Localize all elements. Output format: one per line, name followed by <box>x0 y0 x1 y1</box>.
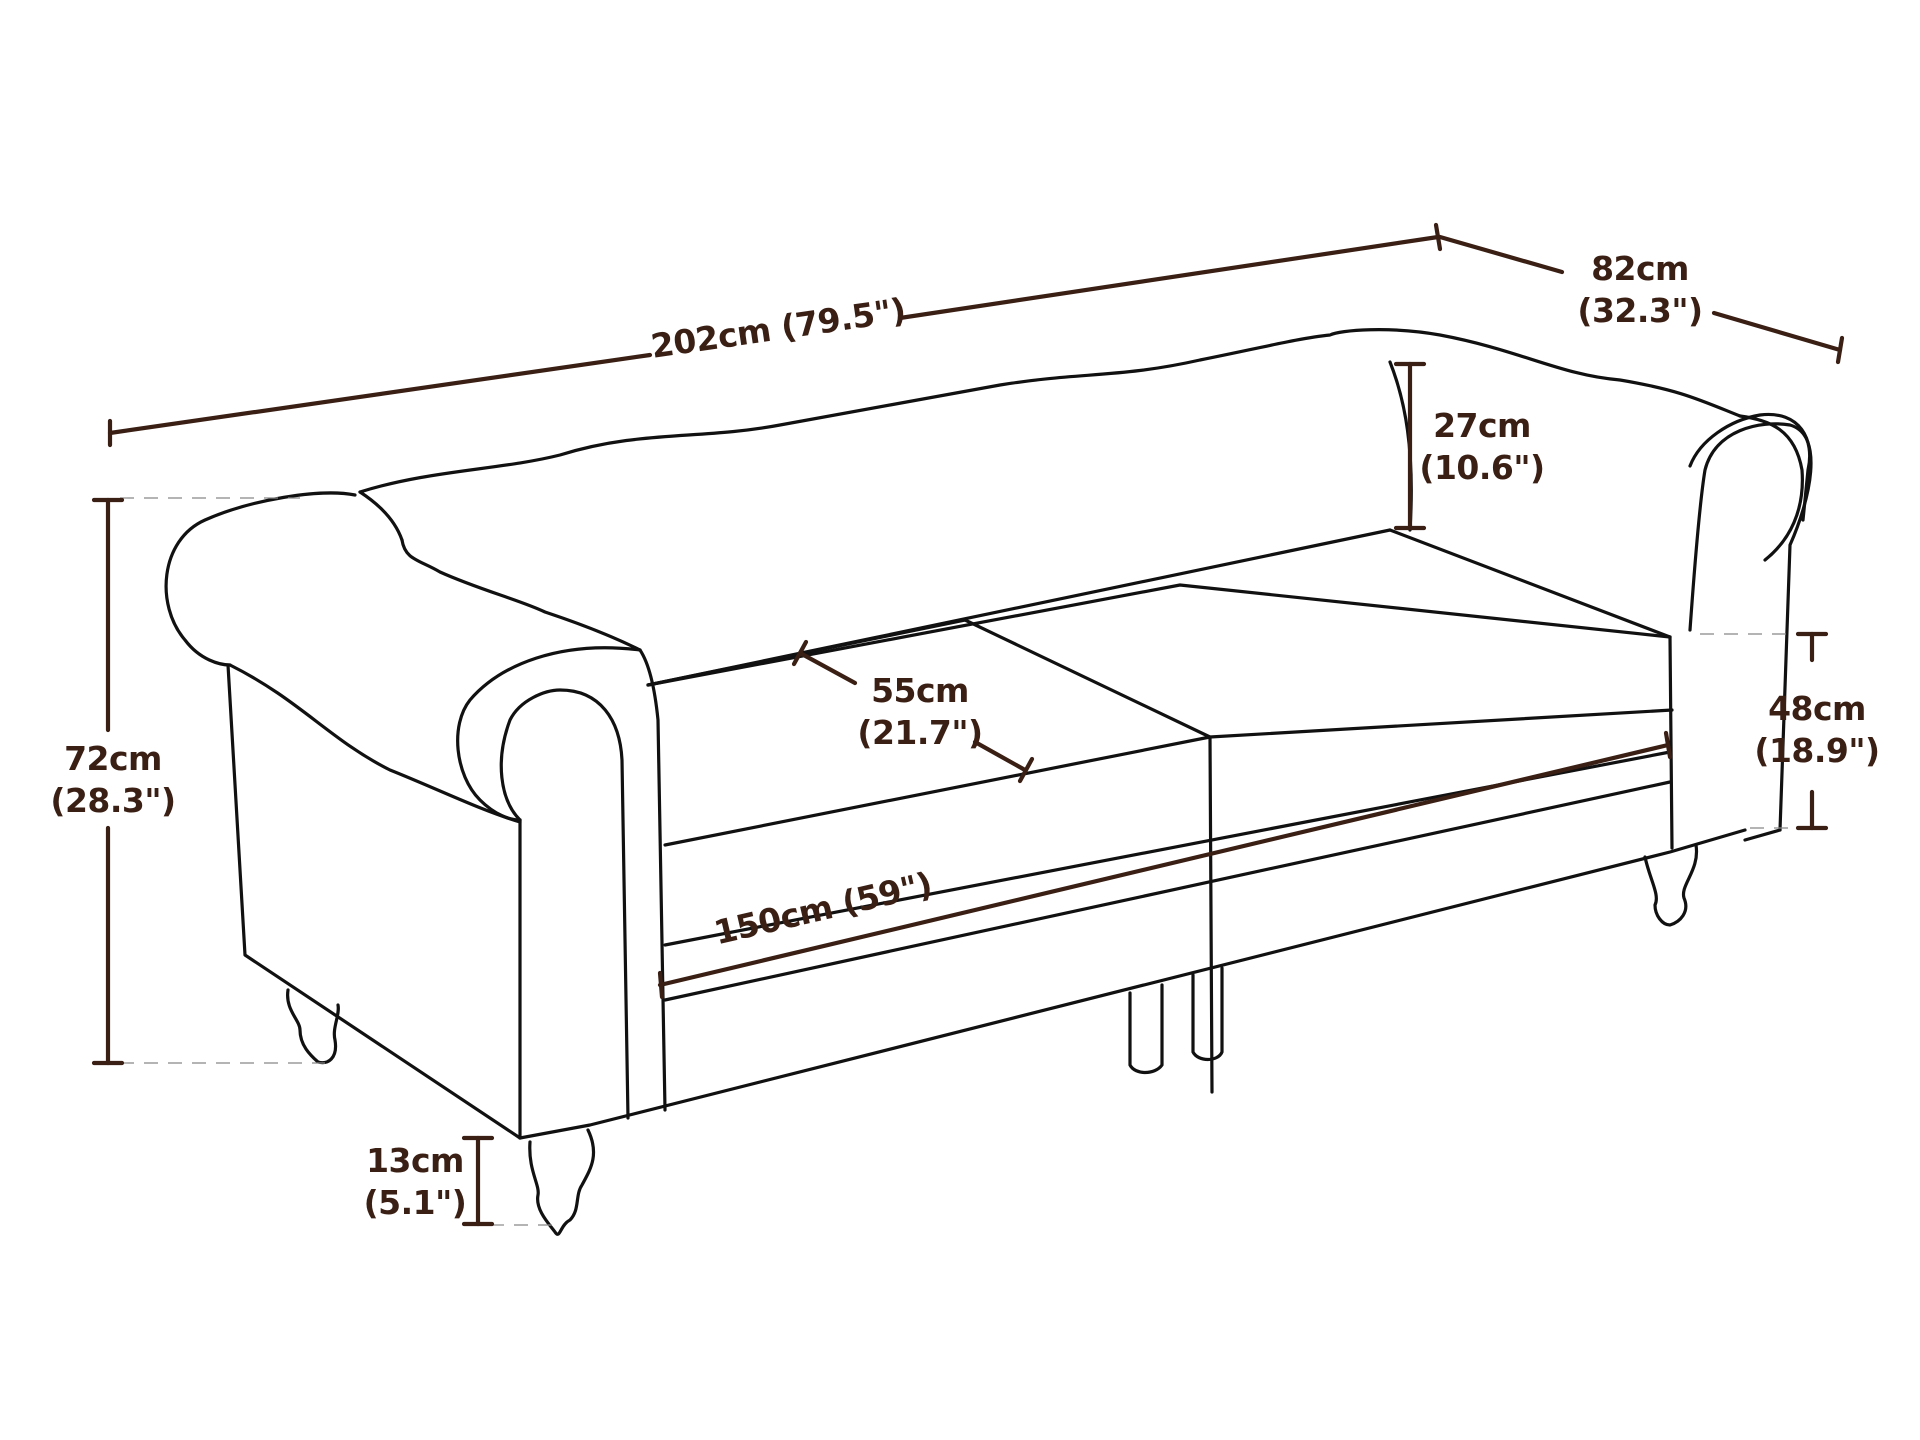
seat-height-imperial: (18.9") <box>1754 731 1880 770</box>
dimension-back-height-label: 27cm (10.6") <box>1412 405 1552 489</box>
leg-height-imperial: (5.1") <box>363 1183 467 1222</box>
back-height-metric: 27cm <box>1433 406 1531 445</box>
leg-height-metric: 13cm <box>366 1141 464 1180</box>
seat-depth-metric: 55cm <box>871 671 969 710</box>
dimension-leg-height-label: 13cm (5.1") <box>360 1140 470 1224</box>
total-height-metric: 72cm <box>64 739 162 778</box>
dimension-depth-label: 82cm (32.3") <box>1570 248 1710 332</box>
seat-height-metric: 48cm <box>1768 689 1866 728</box>
depth-imperial: (32.3") <box>1577 291 1703 330</box>
depth-metric: 82cm <box>1591 249 1689 288</box>
dimension-seat-height-label: 48cm (18.9") <box>1752 688 1882 772</box>
dimension-lines <box>91 222 1845 1227</box>
back-height-imperial: (10.6") <box>1419 448 1545 487</box>
seat-depth-imperial: (21.7") <box>857 713 983 752</box>
sofa-outline <box>164 328 1813 1236</box>
dimension-seat-depth-label: 55cm (21.7") <box>845 670 995 754</box>
guide-lines <box>120 497 1800 1226</box>
dimension-total-height-label: 72cm (28.3") <box>48 738 178 822</box>
total-height-imperial: (28.3") <box>50 781 176 820</box>
